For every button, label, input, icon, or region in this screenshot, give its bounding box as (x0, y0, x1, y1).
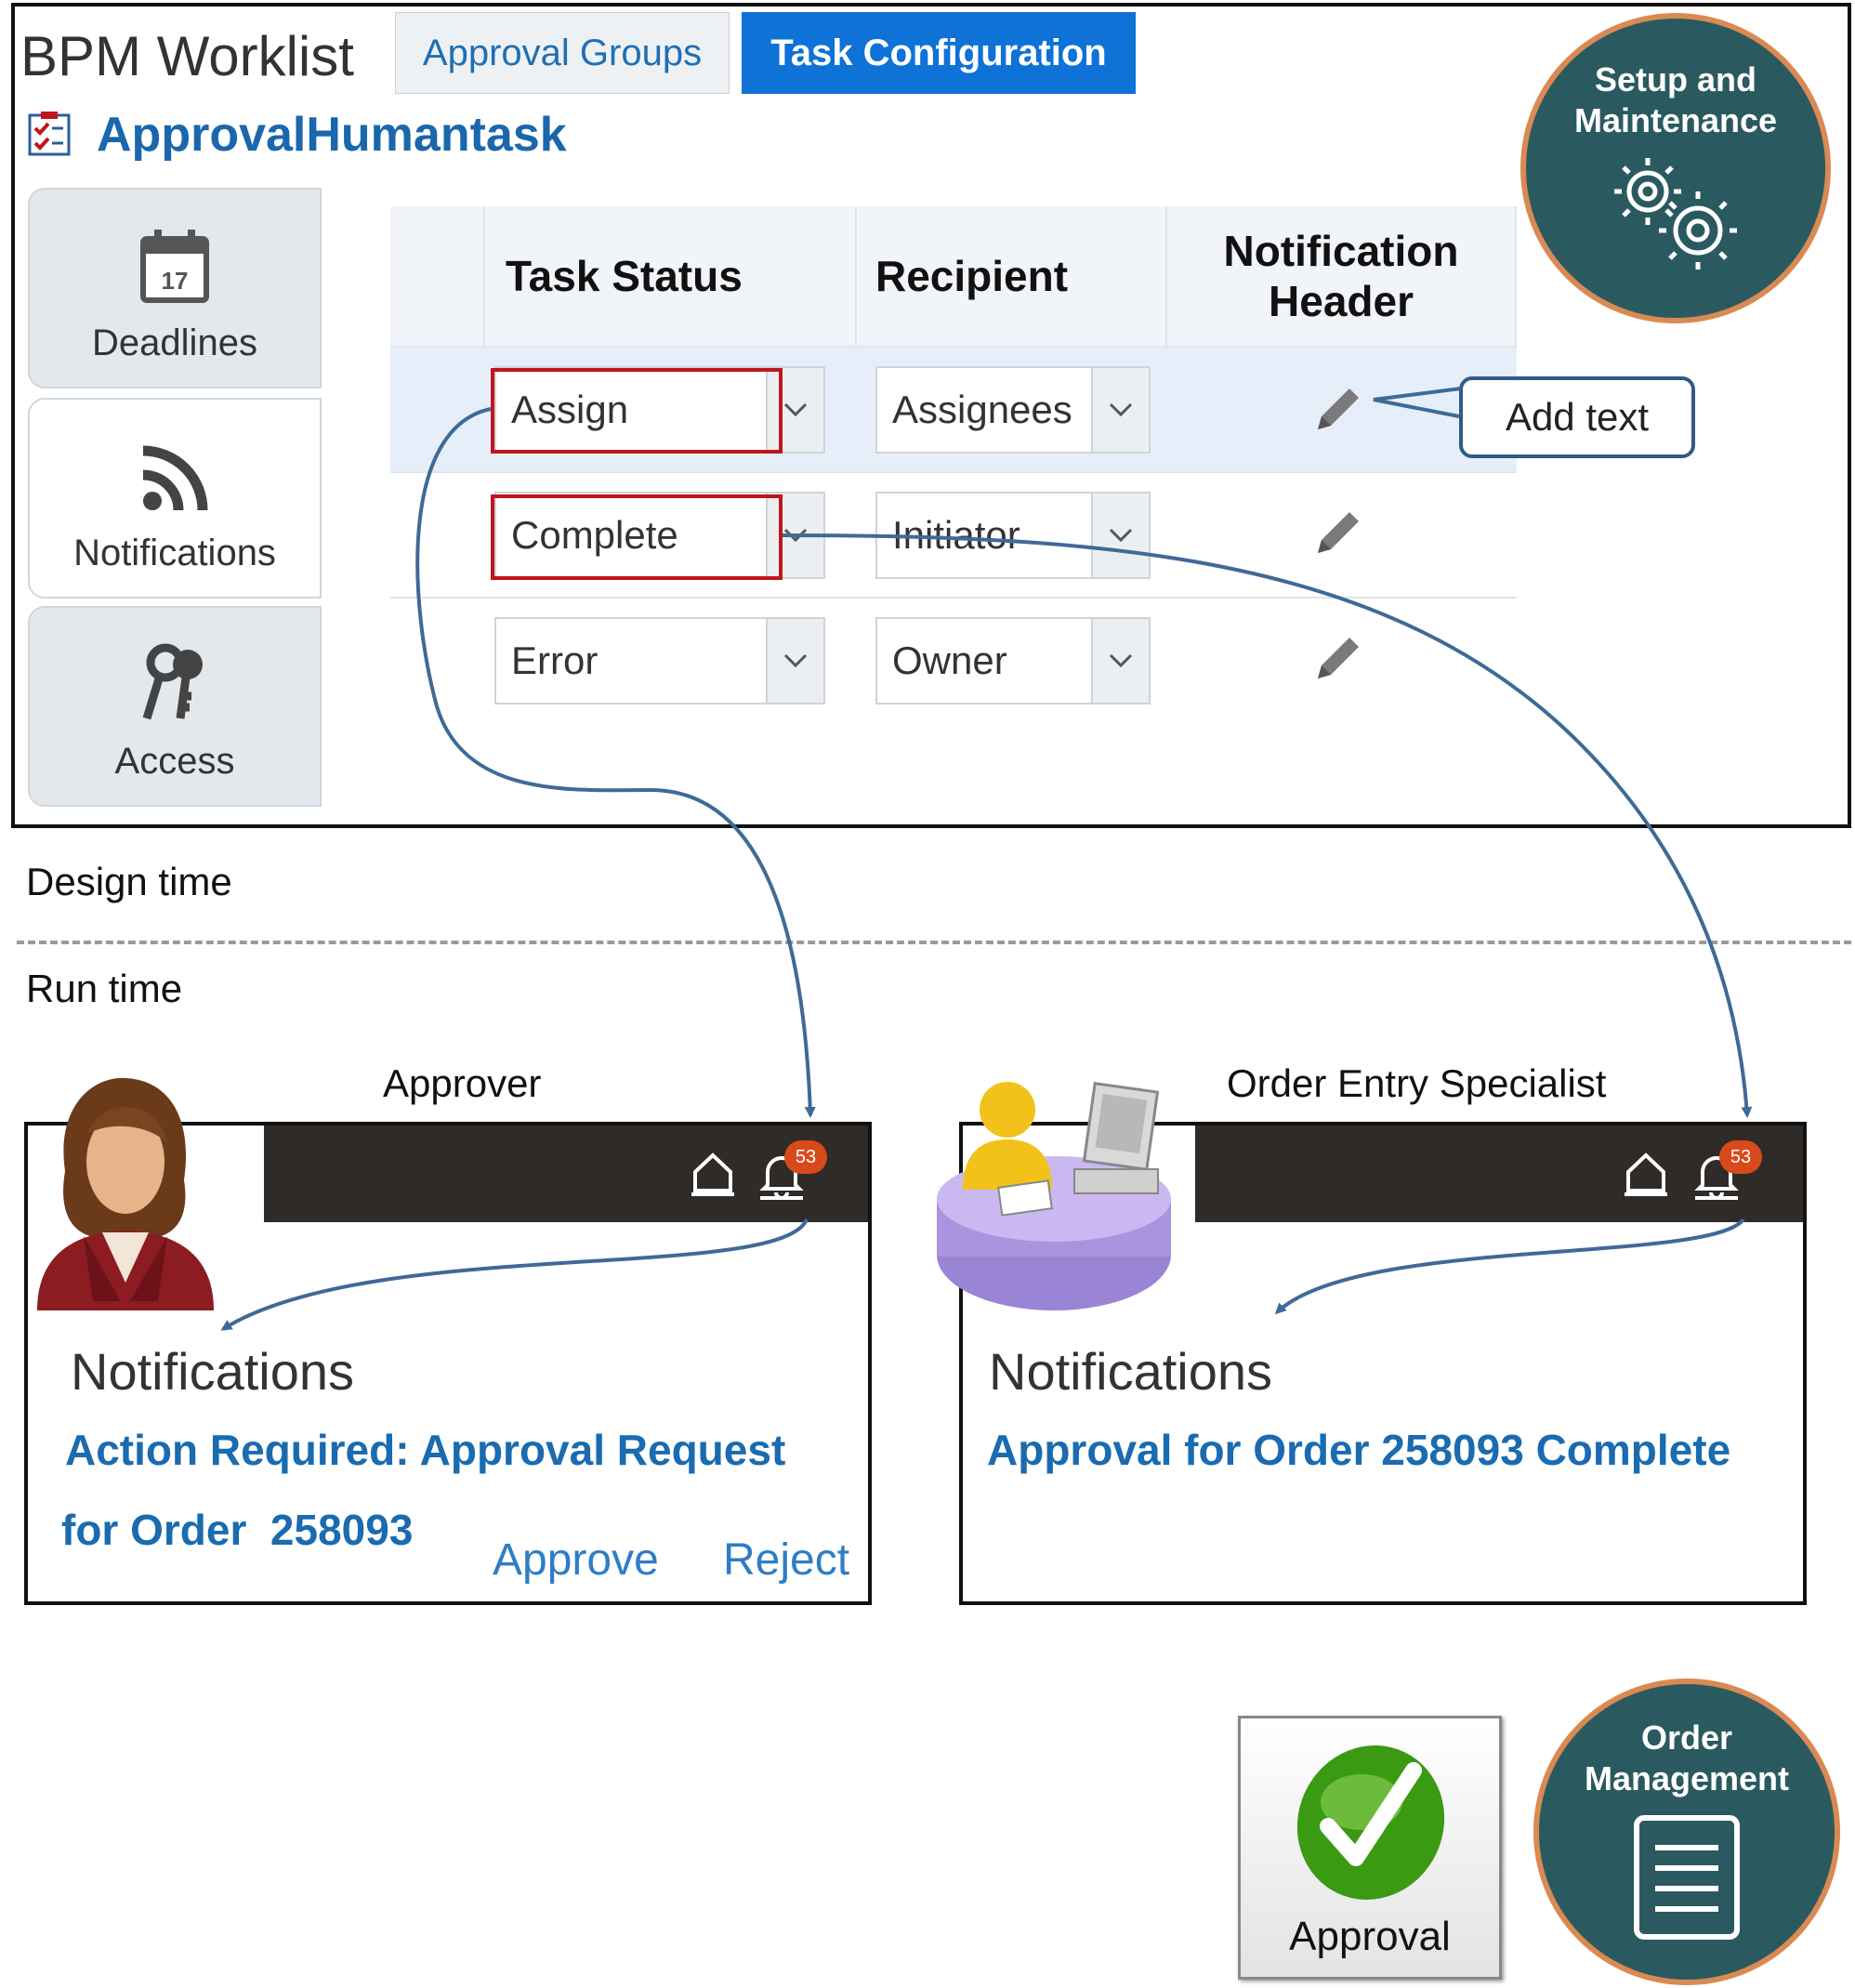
setup-maintenance-badge: Setup and Maintenance (1520, 13, 1831, 323)
gears-icon (1614, 158, 1737, 270)
notification-message-link[interactable]: Action Required: Approval Request (65, 1426, 786, 1474)
chevron-down-icon[interactable] (1091, 368, 1149, 452)
column-header-task-status: Task Status (485, 206, 857, 346)
notification-message-link-cont[interactable]: for Order 258093 (61, 1506, 414, 1554)
home-icon[interactable] (690, 1150, 736, 1201)
notifications-title: Notifications (989, 1342, 1273, 1401)
notification-config-table: Task Status Recipient Notification Heade… (390, 206, 1517, 727)
column-header-notification-header: Notification Header (1167, 206, 1517, 346)
approve-button[interactable]: Approve (493, 1535, 659, 1585)
table-row-header-spacer (390, 206, 485, 346)
assign-highlight (491, 368, 783, 454)
run-time-label: Run time (26, 967, 183, 1010)
approver-role-label: Approver (383, 1061, 542, 1105)
approver-avatar (28, 1069, 223, 1315)
tab-task-configuration[interactable]: Task Configuration (742, 12, 1136, 94)
side-tab-label: Deadlines (92, 323, 257, 363)
specialist-role-label: Order Entry Specialist (1227, 1061, 1607, 1105)
rss-icon (142, 445, 208, 511)
approver-panel: 53 Notifications Action Required: Approv… (24, 1122, 872, 1605)
chevron-down-icon[interactable] (1091, 619, 1149, 703)
chevron-down-icon[interactable] (1091, 494, 1149, 577)
recipient-select[interactable]: Owner (875, 617, 1151, 704)
complete-highlight (491, 494, 783, 580)
side-tab-label: Notifications (73, 533, 276, 573)
task-checklist-icon (26, 110, 74, 158)
chevron-down-icon[interactable] (766, 619, 823, 703)
recipient-select[interactable]: Assignees (875, 366, 1151, 454)
approval-label: Approval (1289, 1914, 1451, 1959)
reject-button[interactable]: Reject (723, 1535, 850, 1585)
design-time-label: Design time (26, 860, 232, 903)
add-text-callout: Add text (1459, 376, 1695, 458)
specialist-avatar (935, 1069, 1204, 1324)
table-row: Error Owner (390, 597, 1517, 722)
side-tab-label: Access (114, 741, 235, 782)
edit-pencil-icon[interactable] (1309, 507, 1364, 567)
home-icon[interactable] (1623, 1150, 1669, 1201)
specialist-panel: 53 Notifications Approval for Order 2580… (959, 1122, 1807, 1605)
calendar-icon: 17 (140, 230, 209, 303)
notification-message-link[interactable]: Approval for Order 258093 Complete (987, 1426, 1731, 1474)
svg-text:17: 17 (162, 267, 189, 295)
order-management-badge: Order Management (1533, 1679, 1840, 1985)
checkmark-icon (1296, 1745, 1445, 1900)
task-title-link[interactable]: ApprovalHumantask (97, 108, 567, 162)
notifications-title: Notifications (71, 1342, 355, 1401)
edit-pencil-icon[interactable] (1309, 383, 1364, 443)
approval-tile: Approval (1238, 1716, 1502, 1980)
side-tab-access[interactable]: Access (28, 606, 322, 807)
app-title: BPM Worklist (20, 25, 354, 87)
notification-count-badge: 53 (784, 1140, 827, 1174)
edit-pencil-icon[interactable] (1309, 632, 1364, 692)
side-tab-notifications[interactable]: Notifications (28, 398, 322, 599)
side-tab-deadlines[interactable]: 17 Deadlines (28, 188, 322, 388)
divider (17, 941, 1851, 944)
notification-count-badge: 53 (1719, 1140, 1762, 1174)
tab-approval-groups[interactable]: Approval Groups (395, 12, 730, 94)
recipient-select[interactable]: Initiator (875, 492, 1151, 579)
column-header-recipient: Recipient (857, 206, 1167, 346)
task-status-select[interactable]: Error (494, 617, 825, 704)
document-icon (1634, 1815, 1740, 1940)
keys-icon (142, 643, 203, 720)
